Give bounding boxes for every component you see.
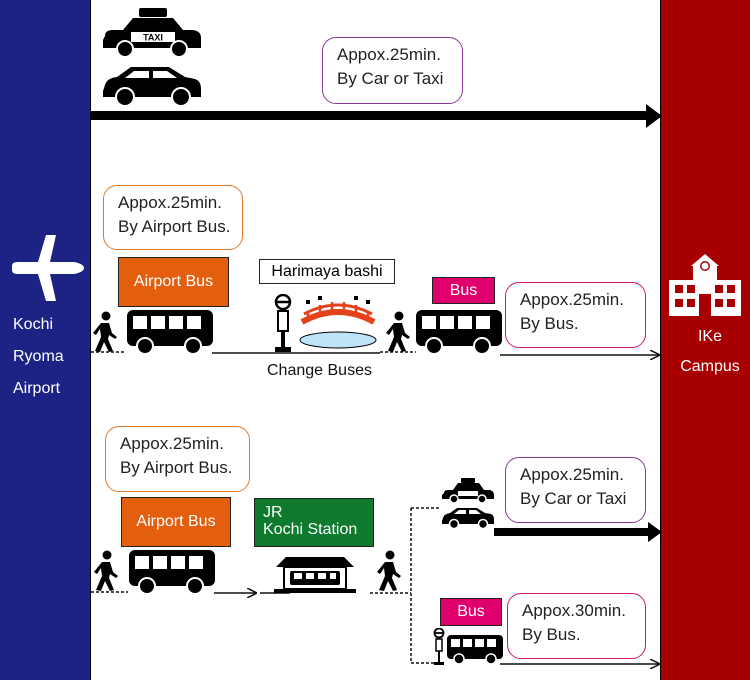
route3-bus-tag: Bus <box>440 598 502 626</box>
route2-time1-line2: By Airport Bus. <box>118 217 231 236</box>
destination-panel <box>660 0 750 680</box>
train-station-icon <box>274 557 356 593</box>
route2-transfer-note: Change Buses <box>267 362 372 379</box>
route2-transfer-stop-tag: Harimaya bashi <box>259 259 395 284</box>
route2-time2-line2: By Bus. <box>520 314 579 333</box>
origin-label: Kochi Ryoma Airport <box>13 309 64 405</box>
destination-label: IKe Campus <box>670 322 750 382</box>
route3-branch-a-arrow <box>494 522 662 542</box>
bus-icon <box>127 310 213 355</box>
bus-icon <box>447 635 503 665</box>
airplane-icon <box>12 235 84 301</box>
origin-line-1: Kochi <box>13 316 54 333</box>
destination-line-1: IKe <box>697 328 722 345</box>
route3-time1-line1: Appox.25min. <box>120 434 224 453</box>
route3-time1-bubble: Appox.25min. By Airport Bus. <box>105 426 250 492</box>
route1-time-line2: By Car or Taxi <box>337 69 444 88</box>
route3-station-tag: JR Kochi Station <box>254 498 374 547</box>
route2-time2-bubble: Appox.25min. By Bus. <box>505 282 646 348</box>
route3-branch-a-line1: Appox.25min. <box>520 465 624 484</box>
route3-branch-b-bubble: Appox.30min. By Bus. <box>507 593 646 659</box>
taxi-icon: TAXI <box>103 8 201 58</box>
car-icon <box>442 508 494 530</box>
walking-person-icon <box>377 550 401 591</box>
bus-stop-icon <box>274 294 292 352</box>
bus-icon <box>129 550 215 595</box>
route3-branch-a-bubble: Appox.25min. By Car or Taxi <box>505 457 646 523</box>
walking-person-icon <box>386 311 410 352</box>
route3-line <box>91 507 659 664</box>
route1-time-line1: Appox.25min. <box>337 45 441 64</box>
route3-airport-bus-tag: Airport Bus <box>121 497 231 547</box>
route3-station-line1: JR <box>263 504 283 521</box>
car-icon <box>103 67 201 107</box>
origin-line-3: Airport <box>13 380 61 397</box>
route2-time2-line1: Appox.25min. <box>520 290 624 309</box>
route2-line <box>91 352 659 355</box>
taxi-icon <box>442 478 494 504</box>
route2-time1-line1: Appox.25min. <box>118 193 222 212</box>
route3-branch-b-line1: Appox.30min. <box>522 601 626 620</box>
route3-branch-a-line2: By Car or Taxi <box>520 489 627 508</box>
taxi-sign: TAXI <box>143 33 163 43</box>
route2-airport-bus-tag: Airport Bus <box>118 257 229 307</box>
walking-person-icon <box>93 311 117 352</box>
route1-time-bubble: Appox.25min. By Car or Taxi <box>322 37 463 104</box>
route2-time1-bubble: Appox.25min. By Airport Bus. <box>103 185 243 250</box>
bridge-icon <box>299 296 377 349</box>
route1-arrow <box>91 104 662 128</box>
origin-panel <box>0 0 91 680</box>
school-building-icon <box>669 254 741 316</box>
route3-branch-b-line2: By Bus. <box>522 625 581 644</box>
route3-station-line2: Kochi Station <box>263 521 358 538</box>
origin-line-2: Ryoma <box>13 348 64 365</box>
destination-line-2: Campus <box>680 358 740 375</box>
bus-stop-icon <box>433 628 445 665</box>
route3-time1-line2: By Airport Bus. <box>120 458 233 477</box>
bus-icon <box>416 310 502 355</box>
route2-bus-tag: Bus <box>432 277 495 304</box>
walking-person-icon <box>94 550 118 591</box>
